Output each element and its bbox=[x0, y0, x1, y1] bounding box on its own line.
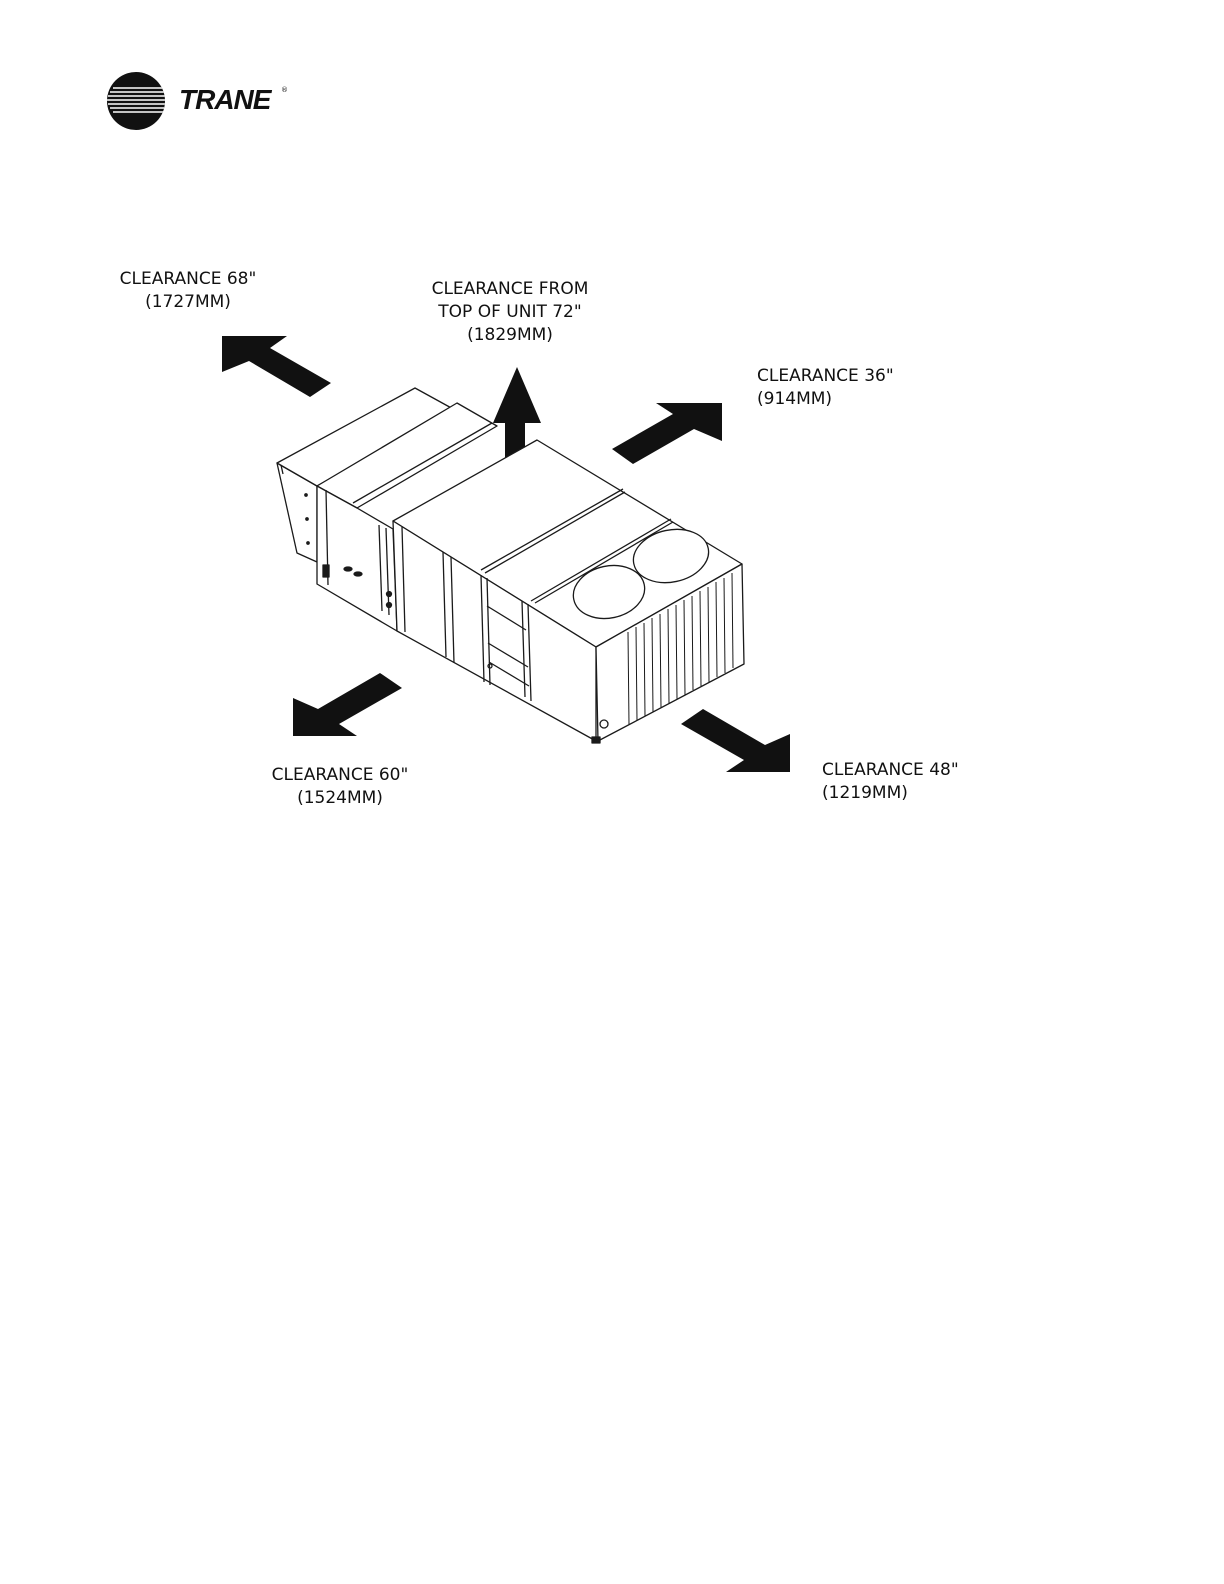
clearance-label-front-left: CLEARANCE 60" (1524MM) bbox=[258, 764, 422, 810]
label-line: CLEARANCE 48" bbox=[822, 759, 959, 782]
label-line: CLEARANCE 68" bbox=[108, 268, 268, 291]
label-line: (914MM) bbox=[757, 388, 894, 411]
label-line: CLEARANCE 36" bbox=[757, 365, 894, 388]
label-line: CLEARANCE FROM bbox=[410, 278, 610, 301]
label-line: (1524MM) bbox=[258, 787, 422, 810]
label-line: CLEARANCE 60" bbox=[258, 764, 422, 787]
clearance-label-rear-left: CLEARANCE 68" (1727MM) bbox=[108, 268, 268, 314]
arrow-up-left-icon bbox=[222, 336, 331, 397]
clearance-label-front-right: CLEARANCE 48" (1219MM) bbox=[822, 759, 959, 805]
arrow-up-right-icon bbox=[612, 403, 722, 464]
label-line: (1829MM) bbox=[410, 324, 610, 347]
clearance-label-rear-right: CLEARANCE 36" (914MM) bbox=[757, 365, 894, 411]
arrow-down-left-icon bbox=[293, 673, 402, 736]
label-line: (1727MM) bbox=[108, 291, 268, 314]
label-line: (1219MM) bbox=[822, 782, 959, 805]
clearance-label-top: CLEARANCE FROM TOP OF UNIT 72" (1829MM) bbox=[410, 278, 610, 347]
arrow-down-right-icon bbox=[681, 709, 790, 772]
label-line: TOP OF UNIT 72" bbox=[410, 301, 610, 324]
